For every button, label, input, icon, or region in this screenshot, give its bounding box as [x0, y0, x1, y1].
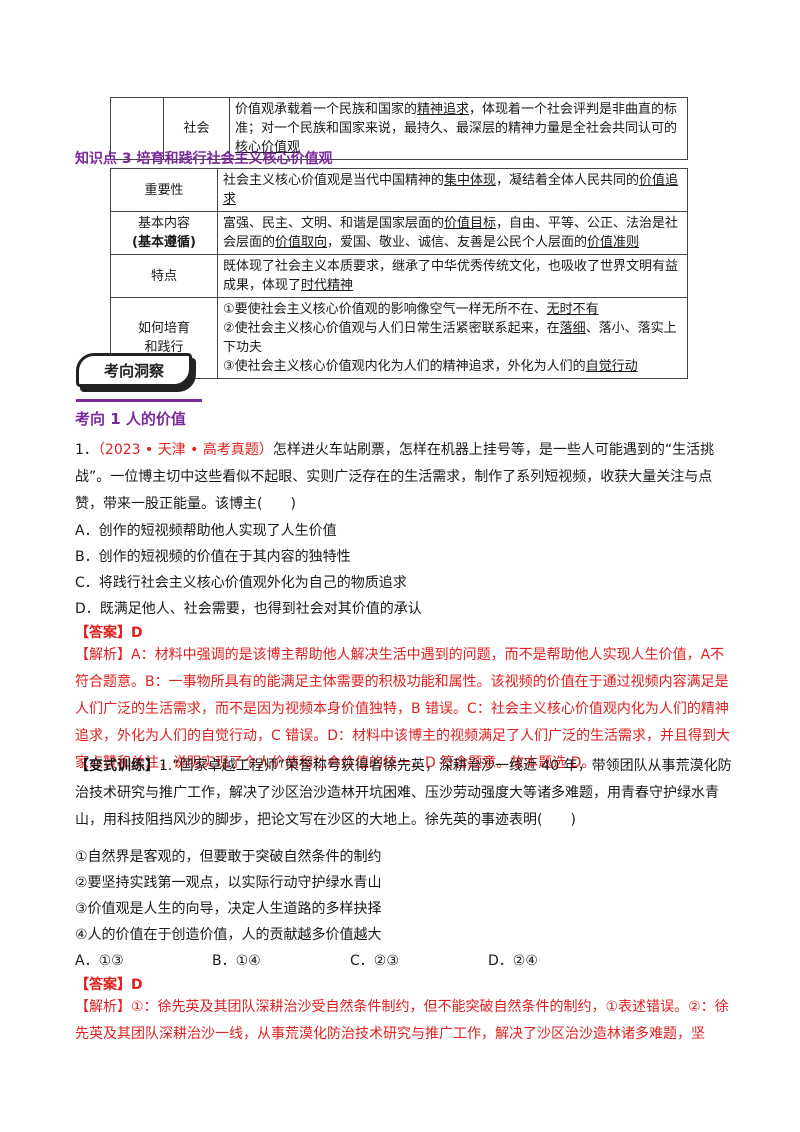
statement-1: ①自然界是客观的，但要敢于突破自然条件的制约	[75, 849, 382, 865]
table-row: 特点 既体现了社会主义本质要求，继承了中华优秀传统文化，也吸收了世界文明有益成果…	[110, 254, 688, 298]
option-a: A．创作的短视频帮助他人实现了人生价值	[75, 523, 337, 539]
analysis-text: 【解析】①：徐先英及其团队深耕治沙受自然条件制约，但不能突破自然条件的制约，①表…	[75, 999, 729, 1042]
analysis-text: 【解析】A：材料中强调的是该博主帮助他人解决生活中遇到的问题，而不是帮助他人实现…	[75, 647, 731, 771]
row-content: 社会主义核心价值观是当代中国精神的集中体现，凝结着全体人民共同的价值追求	[217, 168, 688, 212]
row-content: 既体现了社会主义本质要求，继承了中华优秀传统文化，也吸收了世界文明有益成果，体现…	[217, 254, 688, 298]
option-d: D．既满足他人、社会需要，也得到社会对其价值的承认	[75, 601, 422, 617]
knowledge-point-title: 知识点 3 培育和践行社会主义核心价值观	[75, 151, 333, 167]
statement-4: ④人的价值在于创造价值，人的贡献越多价值越大	[75, 927, 382, 943]
question-1-stem: 1．（2023 • 天津 • 高考真题）怎样进火车站刷票，怎样在机器上挂号等，是…	[75, 442, 715, 512]
section-badge: 考向洞察	[76, 353, 198, 395]
option-b: B．①④	[212, 953, 261, 969]
row-key: 基本内容(基本遵循)	[110, 211, 218, 255]
variant-stem: 【变式训练】1.“国家卓越工程师”荣誉称号获得者徐先英，深耕治沙一线近 40 年…	[75, 758, 732, 828]
section-title: 考向 1 人的价值	[75, 410, 186, 428]
option-c: C．将践行社会主义核心价值观外化为自己的物质追求	[75, 575, 407, 591]
empty-cell	[110, 97, 164, 160]
badge-divider	[76, 399, 202, 402]
row-content: 富强、民主、文明、和谐是国家层面的价值目标，自由、平等、公正、法治是社会层面的价…	[217, 211, 688, 255]
row-key: 特点	[110, 254, 218, 298]
statement-2: ②要坚持实践第一观点，以实际行动守护绿水青山	[75, 875, 382, 891]
value-table-society: 社会 价值观承载着一个民族和国家的精神追求，体现着一个社会评判是非曲直的标准；对…	[110, 97, 688, 160]
answer-label: 【答案】D	[75, 625, 143, 641]
option-b: B．创作的短视频的价值在于其内容的独特性	[75, 549, 351, 565]
option-c: C．②③	[350, 953, 399, 969]
row-content: ①要使社会主义核心价值观的影响像空气一样无所不在、无时不有 ②使社会主义核心价值…	[217, 297, 688, 379]
core-values-table: 重要性 社会主义核心价值观是当代中国精神的集中体现，凝结着全体人民共同的价值追求…	[110, 168, 688, 379]
table-row: 重要性 社会主义核心价值观是当代中国精神的集中体现，凝结着全体人民共同的价值追求	[110, 168, 688, 212]
answer-label: 【答案】D	[75, 977, 143, 993]
table-row: 基本内容(基本遵循) 富强、民主、文明、和谐是国家层面的价值目标，自由、平等、公…	[110, 211, 688, 255]
option-a: A．①③	[75, 953, 124, 969]
row-label: 社会	[163, 97, 230, 160]
row-content: 价值观承载着一个民族和国家的精神追求，体现着一个社会评判是非曲直的标准；对一个民…	[229, 97, 688, 160]
statement-3: ③价值观是人生的向导，决定人生道路的多样抉择	[75, 901, 382, 917]
row-key: 重要性	[110, 168, 218, 212]
option-d: D．②④	[488, 953, 538, 969]
